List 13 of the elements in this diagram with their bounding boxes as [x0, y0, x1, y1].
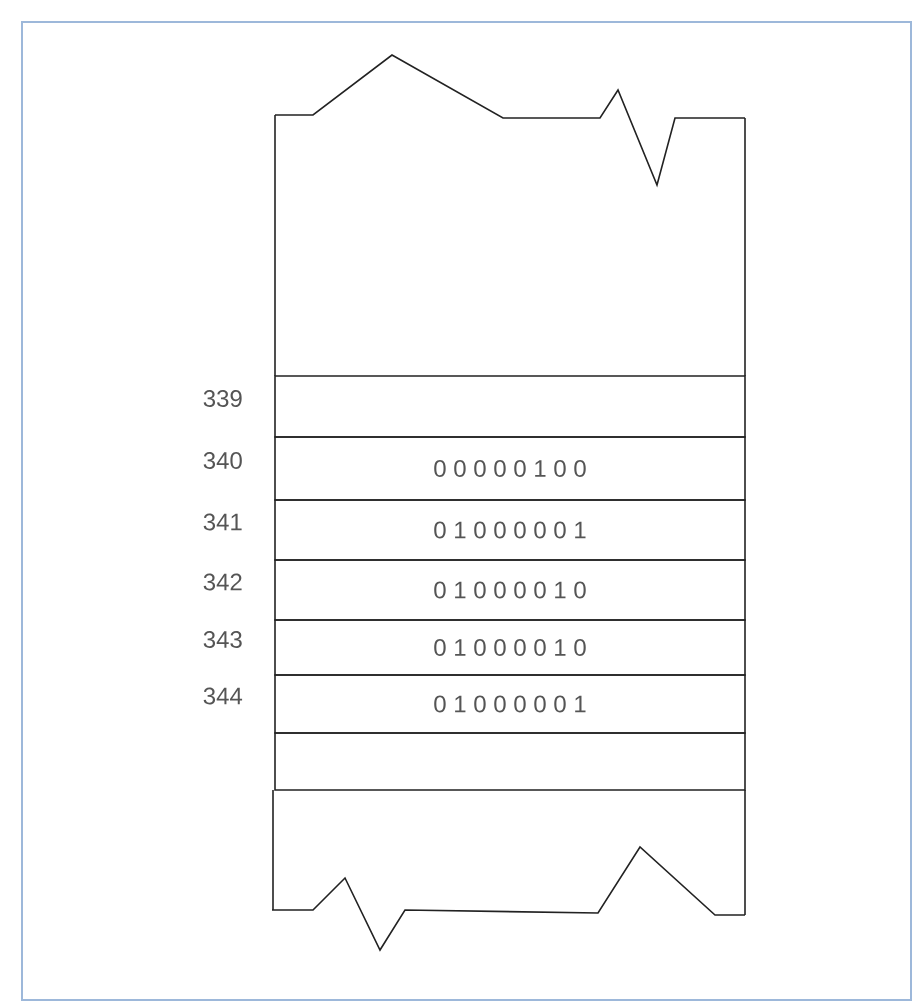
- memory-cell: 0 1 0 0 0 0 1 0: [274, 559, 746, 621]
- memory-cell: 0 1 0 0 0 0 0 1: [274, 674, 746, 734]
- address-label: 339: [203, 390, 242, 407]
- address-label: 343: [203, 631, 242, 648]
- memory-cell: 0 0 0 0 0 1 0 0: [274, 436, 746, 501]
- address-label: 342: [203, 573, 242, 591]
- address-label: 341: [203, 513, 242, 531]
- address-label: 344: [203, 687, 243, 705]
- memory-cell: 0 1 0 0 0 0 1 0: [274, 619, 746, 676]
- memory-cell: [274, 375, 746, 438]
- memory-cell: 0 1 0 0 0 0 0 1: [274, 499, 746, 561]
- memory-cell: [274, 732, 746, 791]
- address-label: 340: [203, 452, 242, 469]
